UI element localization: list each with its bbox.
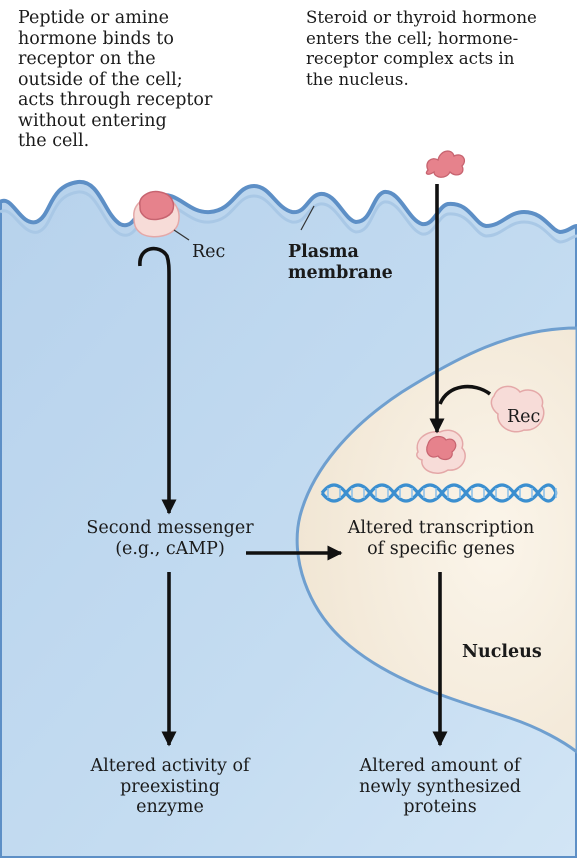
label-second-messenger: Second messenger (e.g., cAMP) bbox=[72, 518, 268, 559]
caption-peptide-hormone: Peptide or amine hormone binds to recept… bbox=[18, 8, 212, 152]
label-rec-left: Rec bbox=[192, 242, 225, 263]
label-nucleus: Nucleus bbox=[462, 642, 542, 663]
peptide-hormone bbox=[140, 192, 174, 220]
label-altered-amount: Altered amount of newly synthesized prot… bbox=[334, 756, 546, 818]
hormone-receptor-complex bbox=[417, 430, 465, 473]
label-altered-activity: Altered activity of preexisting enzyme bbox=[72, 756, 268, 818]
label-altered-transcription: Altered transcription of specific genes bbox=[334, 518, 548, 559]
caption-steroid-hormone: Steroid or thyroid hormone enters the ce… bbox=[306, 8, 537, 90]
steroid-hormone bbox=[426, 151, 464, 177]
label-rec-right: Rec bbox=[507, 407, 540, 428]
label-plasma-membrane: Plasma membrane bbox=[288, 242, 393, 283]
